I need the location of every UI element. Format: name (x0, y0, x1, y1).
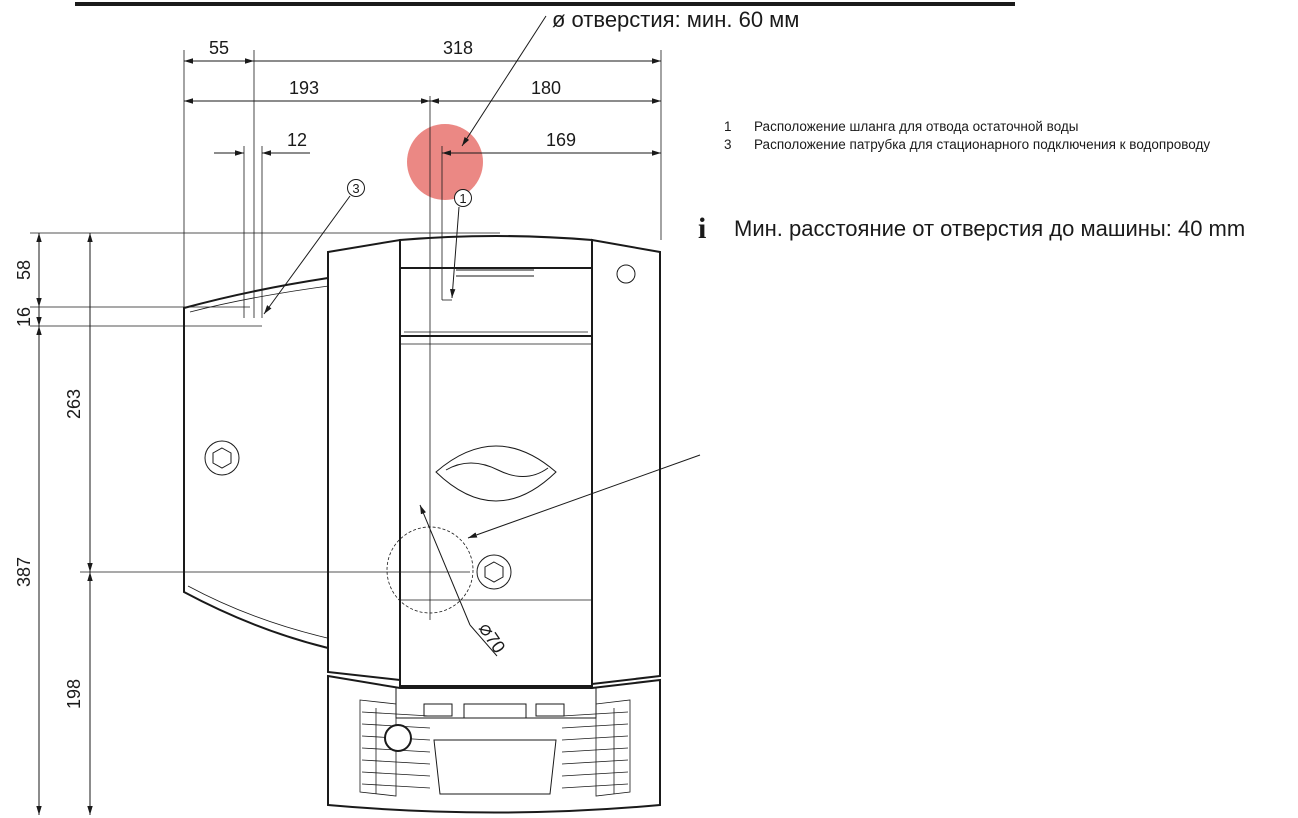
dim-58: 58 (14, 260, 34, 280)
dim-387: 387 (14, 557, 34, 587)
dim-12: 12 (287, 130, 307, 150)
legend: 1 Расположение шланга для отвода остаточ… (708, 118, 1293, 154)
legend-text: Расположение патрубка для стационарного … (754, 137, 1211, 152)
legend-item: 1 Расположение шланга для отвода остаточ… (708, 118, 1293, 136)
heading-clipped (75, 0, 1015, 6)
diameter-70-mark (386, 454, 701, 657)
svg-text:1: 1 (459, 191, 466, 206)
dim-169: 169 (546, 130, 576, 150)
legend-number: 3 (724, 137, 732, 152)
legend-item: 3 Расположение патрубка для стационарног… (708, 136, 1293, 154)
machine-outline (183, 235, 661, 814)
dim-55: 55 (209, 38, 229, 58)
dim-180: 180 (531, 78, 561, 98)
hole-highlight (407, 124, 483, 200)
vertical-dimensions (30, 232, 500, 815)
dim-198: 198 (64, 679, 84, 709)
horizontal-dimensions (183, 50, 662, 620)
legend-text: Расположение шланга для отвода остаточно… (754, 119, 1079, 134)
svg-text:3: 3 (352, 181, 359, 196)
dim-318: 318 (443, 38, 473, 58)
dim-16: 16 (14, 307, 34, 327)
legend-number: 1 (724, 119, 732, 134)
distance-note: i Мин. расстояние от отверстия до машины… (698, 214, 1294, 244)
hole-diameter-callout: ø отверстия: мин. 60 мм (552, 7, 799, 32)
dim-193: 193 (289, 78, 319, 98)
callout-leader (461, 15, 547, 147)
marker-3: 3 (263, 179, 365, 315)
note-text: Мин. расстояние от отверстия до машины: … (734, 216, 1246, 241)
marker-1: 1 (442, 189, 472, 301)
dim-263: 263 (64, 389, 84, 419)
info-icon: i (698, 212, 707, 245)
